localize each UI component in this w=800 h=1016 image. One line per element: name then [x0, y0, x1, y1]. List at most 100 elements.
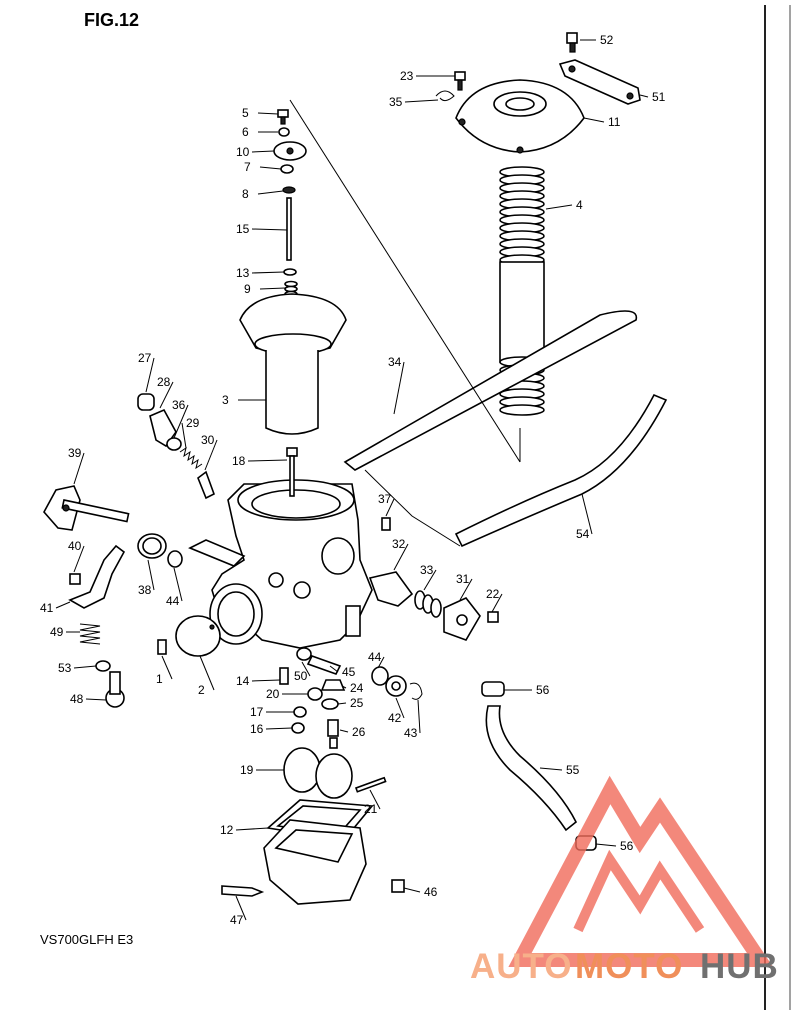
- part-callout-label: 13: [236, 266, 250, 280]
- part-callout-label: 47: [230, 913, 244, 927]
- callout-leader-line: [181, 422, 187, 449]
- part-callout-label: 9: [244, 282, 251, 296]
- part-callout-label: 49: [50, 625, 64, 639]
- figure-title: FIG.12: [84, 10, 139, 30]
- float-chamber-part: [263, 819, 367, 905]
- part-callout-label: 37: [378, 492, 392, 506]
- callout-leader-line: [235, 895, 247, 921]
- part-callout-label: 19: [240, 763, 254, 777]
- part-callout-label: 39: [68, 446, 82, 460]
- part-callout-label: 42: [388, 711, 402, 725]
- callout-leader-line: [459, 578, 473, 601]
- spacer-part: [280, 164, 294, 174]
- callout-leader-line: [339, 729, 349, 733]
- callout-leader-line: [337, 702, 347, 705]
- callout-leader-line: [161, 655, 173, 680]
- part-callout-label: 28: [157, 375, 171, 389]
- watermark-text-auto: AUTO: [470, 947, 573, 986]
- callout-leader-line: [393, 361, 405, 415]
- callout-leader-line: [329, 665, 339, 673]
- callout-leader-line: [259, 166, 282, 170]
- piston-valve-part: [239, 293, 347, 435]
- callout-leader-line: [199, 655, 215, 691]
- overflow-hose-part: [454, 393, 668, 548]
- callout-leader-line: [639, 94, 649, 98]
- part-callout-label: 53: [58, 661, 72, 675]
- part-callout-label: 23: [400, 69, 414, 83]
- fuel-hose-part: [485, 705, 578, 832]
- return-spring-part: [137, 533, 167, 559]
- callout-leader-line: [147, 559, 155, 591]
- part-callout-label: 27: [138, 351, 152, 365]
- part-callout-label: 12: [220, 823, 234, 837]
- watermark-text-hub: HUB: [700, 947, 779, 986]
- callout-leader-line: [265, 727, 293, 730]
- callout-leader-line: [259, 287, 286, 290]
- part-callout-label: 21: [364, 802, 378, 816]
- watermark-logo: AUTO MOTO HUB: [470, 775, 779, 986]
- part-callout-label: 40: [68, 539, 82, 553]
- callout-leader-line: [247, 459, 288, 462]
- part-callout-label: 50: [294, 669, 308, 683]
- washer-part: [283, 268, 297, 276]
- spring-part: [414, 590, 442, 618]
- callout-leader-line: [257, 112, 279, 115]
- callout-leader-line: [235, 827, 269, 831]
- main-jet-part: [327, 719, 339, 737]
- part-callout-label: 18: [232, 454, 246, 468]
- float-pin-part: [354, 776, 387, 793]
- guide-line: [364, 469, 461, 547]
- callout-leader-line: [73, 545, 85, 573]
- washer-part: [278, 127, 290, 137]
- callout-leader-line: [491, 593, 503, 613]
- callout-leader-line: [145, 357, 155, 393]
- part-callout-label: 20: [266, 687, 280, 701]
- cover-part: [368, 571, 414, 607]
- callout-leader-line: [173, 404, 189, 439]
- part-callout-label: 29: [186, 416, 200, 430]
- part-callout-label: 36: [172, 398, 186, 412]
- drain-screw-part: [221, 885, 265, 897]
- screw-part: [487, 611, 499, 623]
- o-ring-part: [167, 550, 183, 568]
- washer-part: [293, 706, 307, 718]
- callout-leader-line: [251, 271, 285, 274]
- part-callout-label: 38: [138, 583, 152, 597]
- callout-leader-line: [385, 498, 395, 517]
- part-callout-label: 15: [236, 222, 250, 236]
- lever-part: [68, 544, 126, 609]
- screw-part: [381, 517, 391, 531]
- top-cap-part: [455, 79, 585, 154]
- part-callout-label: 46: [424, 885, 438, 899]
- part-callout-label: 56: [536, 683, 550, 697]
- float-part: [283, 747, 353, 799]
- clip-part: [435, 90, 455, 102]
- part-callout-label: 8: [242, 187, 249, 201]
- bracket-part: [558, 59, 641, 105]
- spring-part: [179, 446, 203, 470]
- callout-leader-line: [173, 567, 183, 602]
- part-callout-label: 32: [392, 537, 406, 551]
- screw-part: [279, 667, 289, 685]
- callout-leader-line: [404, 99, 439, 103]
- callout-leader-line: [251, 228, 288, 231]
- part-callout-label: 44: [368, 650, 382, 664]
- part-callout-label: 11: [608, 115, 621, 129]
- starter-valve-part: [197, 470, 215, 500]
- callout-leader-line: [73, 665, 97, 669]
- callout-leader-line: [583, 117, 605, 123]
- screw-part: [277, 109, 289, 125]
- screw-part: [454, 71, 466, 91]
- callout-leader-line: [595, 843, 617, 847]
- guide-line: [289, 99, 521, 463]
- e-ring-part: [282, 186, 296, 194]
- carburetor-body-part: [188, 479, 373, 649]
- callout-leader-line: [251, 150, 275, 153]
- screw-part: [391, 879, 405, 893]
- part-callout-label: 22: [486, 587, 500, 601]
- throttle-shaft-part: [43, 485, 130, 531]
- callout-leader-line: [73, 452, 85, 485]
- callout-leader-line: [341, 685, 347, 689]
